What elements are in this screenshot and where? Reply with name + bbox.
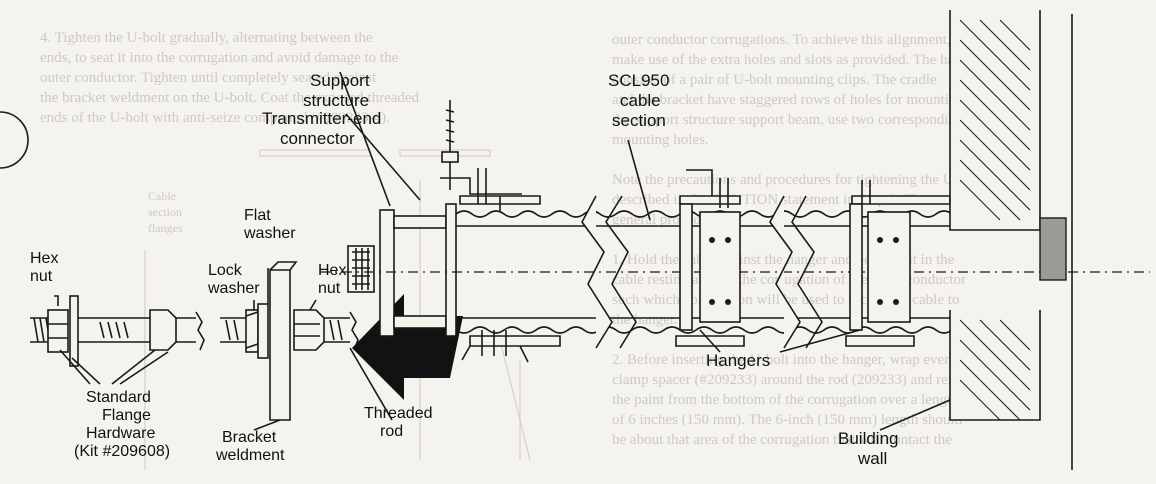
transmitter-end-connector-shape bbox=[379, 209, 395, 337]
connector-inner-block bbox=[347, 245, 375, 293]
bg-right-line-12: cable resting against the corrugation of… bbox=[612, 272, 966, 288]
svg-text:Hex: Hex bbox=[30, 250, 58, 267]
svg-text:Bracket: Bracket bbox=[222, 429, 277, 446]
svg-text:Hardware: Hardware bbox=[86, 425, 155, 442]
svg-text:Transmitter-end: Transmitter-end bbox=[262, 109, 381, 128]
label-hex-nut-left: Hex nut bbox=[30, 250, 58, 285]
bottom-rail bbox=[461, 330, 561, 363]
bg-right-line-3: and the bracket have staggered rows of h… bbox=[612, 92, 979, 108]
background-right-column: outer conductor corrugations. To achieve… bbox=[612, 32, 983, 448]
svg-text:weldment: weldment bbox=[215, 447, 285, 464]
bg-right-line-0: outer conductor corrugations. To achieve… bbox=[612, 32, 951, 48]
bg-faded-label-0: Cable bbox=[148, 189, 176, 203]
hanger-2 bbox=[845, 203, 915, 347]
bg-left-line-0: 4. Tighten the U-bolt gradually, alterna… bbox=[40, 30, 373, 46]
flange-nut-right-shape bbox=[149, 309, 177, 351]
bg-faded-label-1: section bbox=[148, 205, 182, 219]
hanger-1 bbox=[675, 203, 745, 347]
wall-hatch-top bbox=[959, 19, 1031, 221]
break-zigzag-2 bbox=[769, 195, 801, 349]
flat-washer-shape bbox=[257, 303, 269, 359]
label-standard-flange-hardware: Standard Flange Hardware (Kit #209608) bbox=[74, 389, 170, 460]
flange-washer-shape bbox=[69, 295, 79, 367]
bg-left-line-1: ends, to seat it into the corrugation an… bbox=[40, 50, 399, 66]
svg-text:cable: cable bbox=[620, 91, 661, 110]
svg-text:nut: nut bbox=[30, 268, 53, 285]
break-line bbox=[195, 311, 205, 351]
label-building-wall: Building wall bbox=[838, 429, 899, 468]
background-text: 4. Tighten the U-bolt gradually, alterna… bbox=[40, 30, 983, 470]
cable-bottom-edge bbox=[455, 326, 953, 334]
hanger-brackets bbox=[461, 203, 915, 363]
leader-building-wall bbox=[879, 399, 951, 431]
svg-text:Hex: Hex bbox=[318, 262, 346, 279]
svg-text:rod: rod bbox=[380, 423, 403, 440]
svg-text:Building: Building bbox=[838, 429, 899, 448]
bracket-weldment-shape bbox=[269, 269, 291, 421]
flange-plate bbox=[445, 203, 457, 337]
svg-text:Support: Support bbox=[310, 71, 370, 90]
binder-hole bbox=[0, 111, 29, 169]
svg-text:connector: connector bbox=[280, 129, 355, 148]
detail-leader-lines bbox=[54, 268, 393, 431]
bg-right-line-14: the hanger. bbox=[612, 312, 678, 328]
bg-left-line-4: ends of the U-bolt with anti-seize compo… bbox=[40, 110, 390, 126]
label-threaded-rod: Threaded rod bbox=[364, 405, 433, 440]
svg-text:(Kit #209608): (Kit #209608) bbox=[74, 443, 170, 460]
svg-text:nut: nut bbox=[318, 280, 341, 297]
svg-text:section: section bbox=[612, 111, 666, 130]
cable-assembly bbox=[320, 195, 1150, 349]
main-leader-lines bbox=[339, 71, 861, 353]
building-wall-shape bbox=[949, 10, 1073, 470]
break-zigzag-1 bbox=[581, 195, 613, 349]
background-faded-labels: Cable section flanges bbox=[148, 189, 183, 235]
svg-text:SCL950: SCL950 bbox=[608, 71, 669, 90]
label-scl950-cable-section: SCL950 cable section bbox=[608, 71, 669, 130]
label-flat-washer: Flat washer bbox=[243, 207, 296, 242]
label-transmitter-end-connector: Transmitter-end connector bbox=[262, 109, 381, 148]
bg-left-line-2: outer conductor. Tighten until completel… bbox=[40, 70, 377, 86]
wall-hatch-bottom bbox=[959, 319, 1031, 421]
bg-right-line-1: make use of the extra holes and slots as… bbox=[612, 52, 981, 68]
bg-right-line-19: of 6 inches (150 mm). The 6-inch (150 mm… bbox=[612, 412, 963, 428]
svg-text:washer: washer bbox=[243, 225, 296, 242]
svg-text:wall: wall bbox=[857, 449, 887, 468]
svg-text:Flat: Flat bbox=[244, 207, 271, 224]
bg-right-line-4: the support structure support beam, use … bbox=[612, 112, 964, 128]
background-left-column: 4. Tighten the U-bolt gradually, alterna… bbox=[40, 30, 420, 126]
label-support-structure: Support structure bbox=[303, 71, 370, 110]
hex-nut-left-shape bbox=[47, 309, 69, 353]
hex-nut-right-shape bbox=[293, 309, 325, 351]
wall-entry-block bbox=[1039, 217, 1067, 281]
label-hex-nut-right: Hex nut bbox=[318, 262, 346, 297]
svg-text:Lock: Lock bbox=[208, 262, 243, 279]
svg-text:washer: washer bbox=[207, 280, 260, 297]
svg-text:Flange: Flange bbox=[102, 407, 151, 424]
bg-right-line-2: consists of a pair of U-bolt mounting cl… bbox=[612, 72, 937, 88]
svg-text:Standard: Standard bbox=[86, 389, 151, 406]
bg-left-line-3: the bracket weldment on the U-bolt. Coat… bbox=[40, 90, 420, 106]
svg-text:Threaded: Threaded bbox=[364, 405, 433, 422]
bg-right-line-20: be about that area of the corrugation th… bbox=[612, 432, 952, 448]
bg-right-line-18: the paint from the bottom of the corruga… bbox=[612, 392, 959, 408]
label-lock-washer: Lock washer bbox=[207, 262, 260, 297]
svg-text:structure: structure bbox=[303, 91, 369, 110]
bg-right-line-7: Note the precautions and procedures for … bbox=[612, 172, 983, 188]
bg-right-line-16: 2. Before inserting the U-bolt into the … bbox=[612, 352, 957, 368]
bg-faded-label-2: flanges bbox=[148, 221, 183, 235]
label-hangers: Hangers bbox=[706, 351, 770, 370]
bg-right-line-5: mounting holes. bbox=[612, 132, 709, 148]
bg-right-line-17: clamp spacer (#209233) around the rod (2… bbox=[612, 372, 981, 388]
label-bracket-weldment: Bracket weldment bbox=[215, 429, 285, 464]
flange-hardware-detail bbox=[30, 261, 359, 421]
